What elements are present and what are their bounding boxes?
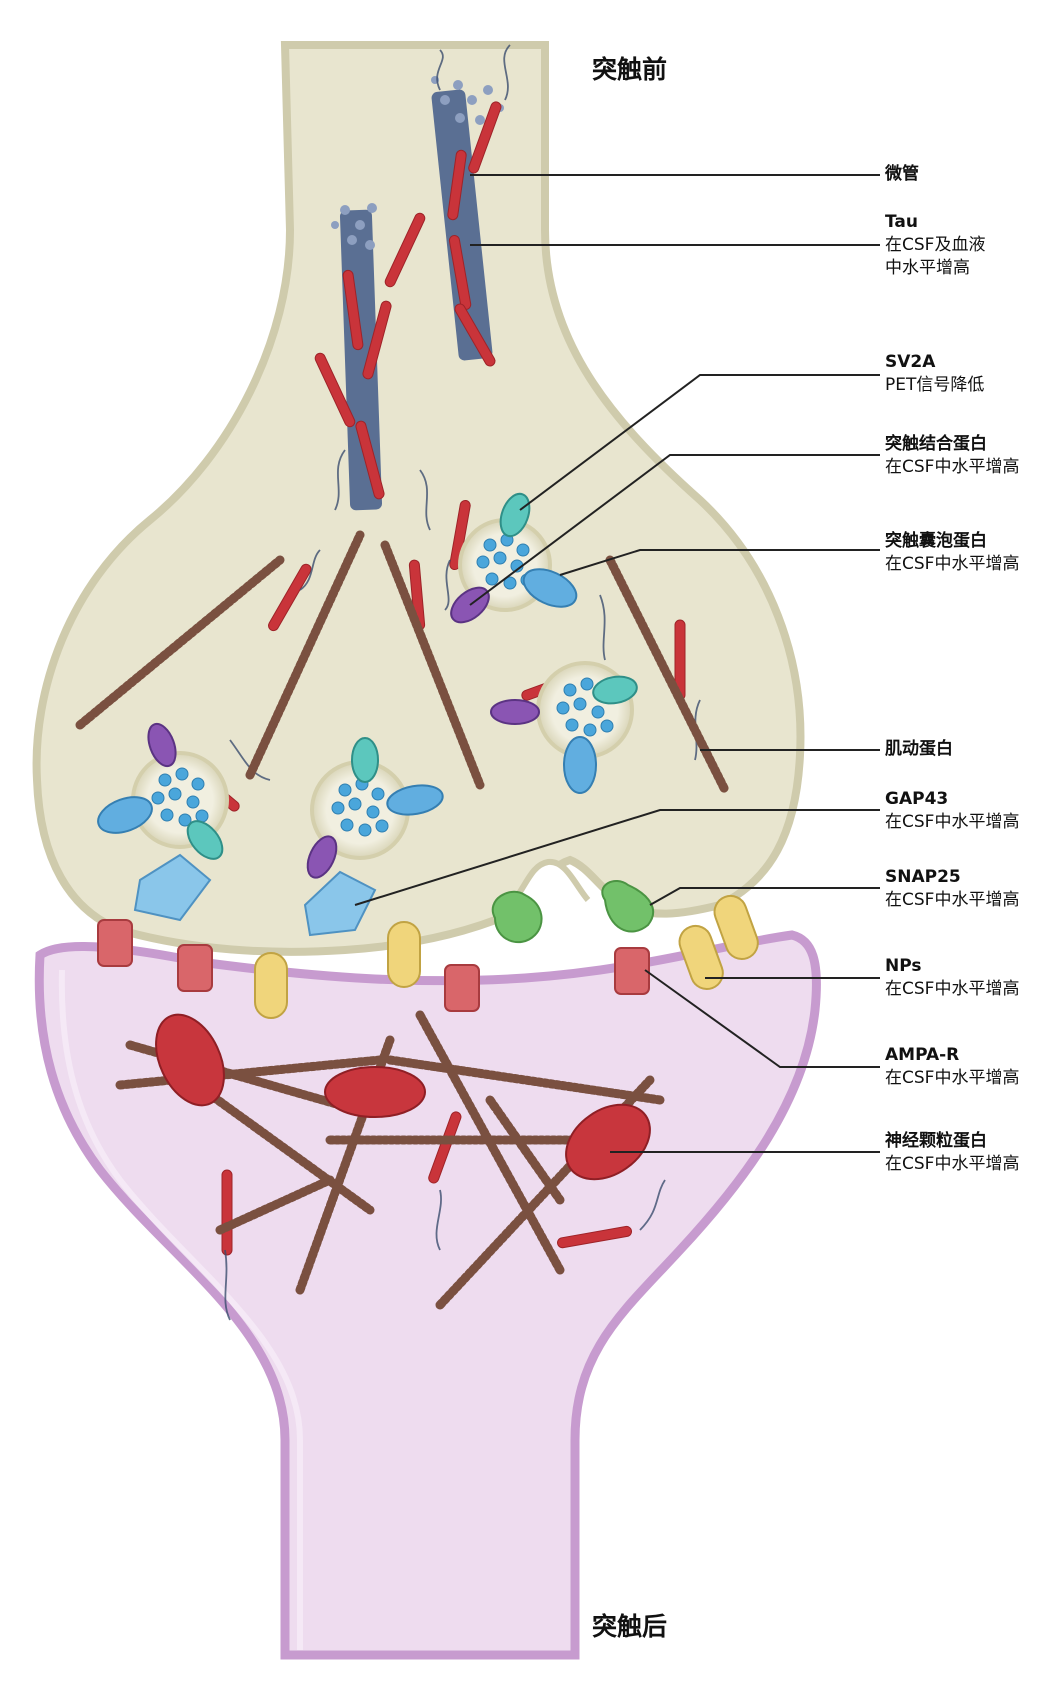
label-gap43-title: GAP43 [885,789,949,809]
synaptophysin-group [97,568,597,834]
leader-lines [354,174,880,1153]
nps-group [254,894,759,1019]
snap25-group [491,880,655,944]
label-actin-title: 肌动蛋白 [885,739,953,759]
label-nps-title: NPs [885,956,922,976]
heading-presynaptic: 突触前 [592,55,668,84]
microtubule-2 [431,89,493,361]
label-synaptophysin: 突触囊泡蛋白 在CSF中水平增高 [885,530,1019,576]
label-snap25: SNAP25 在CSF中水平增高 [885,866,1019,912]
label-neurogranin-title: 神经颗粒蛋白 [885,1131,987,1151]
sv2a-group [186,492,638,860]
label-sv2a: SV2A PET信号降低 [885,351,984,397]
label-tau-title: Tau [885,212,918,232]
label-synaptotagmin: 突触结合蛋白 在CSF中水平增高 [885,433,1019,479]
neurogranin-group [155,1013,651,1181]
label-tau-sub2: 中水平增高 [885,258,970,278]
label-synaptophysin-sub: 在CSF中水平增高 [885,554,1020,574]
label-ampar: AMPA-R 在CSF中水平增高 [885,1044,1019,1090]
label-ampar-title: AMPA-R [885,1045,960,1065]
label-synaptophysin-title: 突触囊泡蛋白 [885,531,987,551]
label-snap25-sub: 在CSF中水平增高 [885,890,1020,910]
ampar-group [97,919,650,1012]
label-sv2a-title: SV2A [885,352,936,372]
label-synaptotagmin-title: 突触结合蛋白 [885,434,987,454]
label-sv2a-sub: PET信号降低 [885,375,985,395]
label-gap43-sub: 在CSF中水平增高 [885,812,1020,832]
label-tau-sub: 在CSF及血液 [885,235,986,255]
label-gap43: GAP43 在CSF中水平增高 [885,788,1019,834]
actin-group-pre [75,530,730,795]
label-nps-sub: 在CSF中水平增高 [885,979,1020,999]
label-neurogranin: 神经颗粒蛋白 在CSF中水平增高 [885,1130,1019,1176]
label-nps: NPs 在CSF中水平增高 [885,955,1019,1001]
label-neurogranin-sub: 在CSF中水平增高 [885,1154,1020,1174]
heading-postsynaptic: 突触后 [592,1612,668,1641]
label-ampar-sub: 在CSF中水平增高 [885,1068,1020,1088]
label-microtubule-title: 微管 [885,164,919,184]
label-microtubule: 微管 [885,163,919,186]
label-synaptotagmin-sub: 在CSF中水平增高 [885,457,1020,477]
microtubule-group [331,76,504,511]
label-actin: 肌动蛋白 [885,738,953,761]
gap43-group [133,853,377,937]
label-tau: Tau 在CSF及血液 中水平增高 [885,211,985,280]
label-snap25-title: SNAP25 [885,867,961,887]
